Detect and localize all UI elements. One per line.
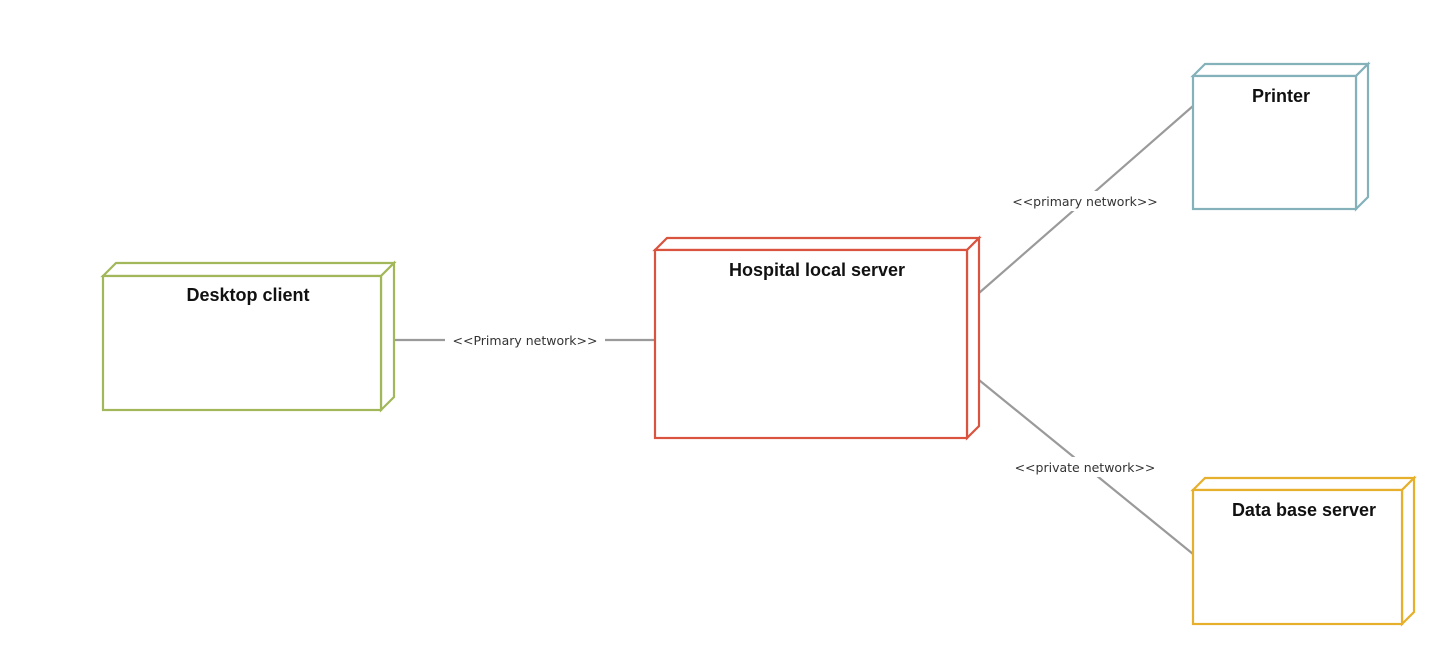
box-front-face [101, 274, 383, 412]
edge-label: <<private network>> [1015, 460, 1156, 475]
label-background [1012, 457, 1158, 477]
edge-desktop-hospital[interactable]: <<Primary network>> [394, 331, 655, 349]
edge-label: <<Primary network>> [453, 333, 598, 348]
box-side-face [379, 260, 396, 413]
box-side-face [965, 235, 981, 441]
box-top-face [652, 236, 982, 252]
node-hospital-local-server[interactable]: Hospital local server [652, 235, 982, 441]
node-title: Hospital local server [729, 260, 905, 280]
edge-label: <<primary network>> [1012, 194, 1158, 209]
node-desktop-client[interactable]: Desktop client [100, 260, 397, 413]
box-front-face [653, 248, 969, 440]
box-top-face [1190, 476, 1417, 492]
box-top-face [100, 261, 397, 278]
node-title: Desktop client [186, 285, 309, 305]
box-top-face [1190, 62, 1371, 78]
label-background [1010, 191, 1160, 211]
label-background [445, 331, 605, 349]
box-front-face [1191, 488, 1404, 626]
box-side-face [1400, 475, 1416, 627]
edge-hospital-printer[interactable]: <<primary network>> [978, 105, 1194, 294]
node-printer[interactable]: Printer [1190, 61, 1371, 212]
edge-hospital-database[interactable]: <<private network>> [978, 379, 1194, 555]
box-side-face [1354, 61, 1370, 212]
box-front-face [1191, 74, 1358, 211]
node-title: Printer [1252, 86, 1310, 106]
node-data-base-server[interactable]: Data base server [1190, 475, 1417, 627]
node-title: Data base server [1232, 500, 1376, 520]
